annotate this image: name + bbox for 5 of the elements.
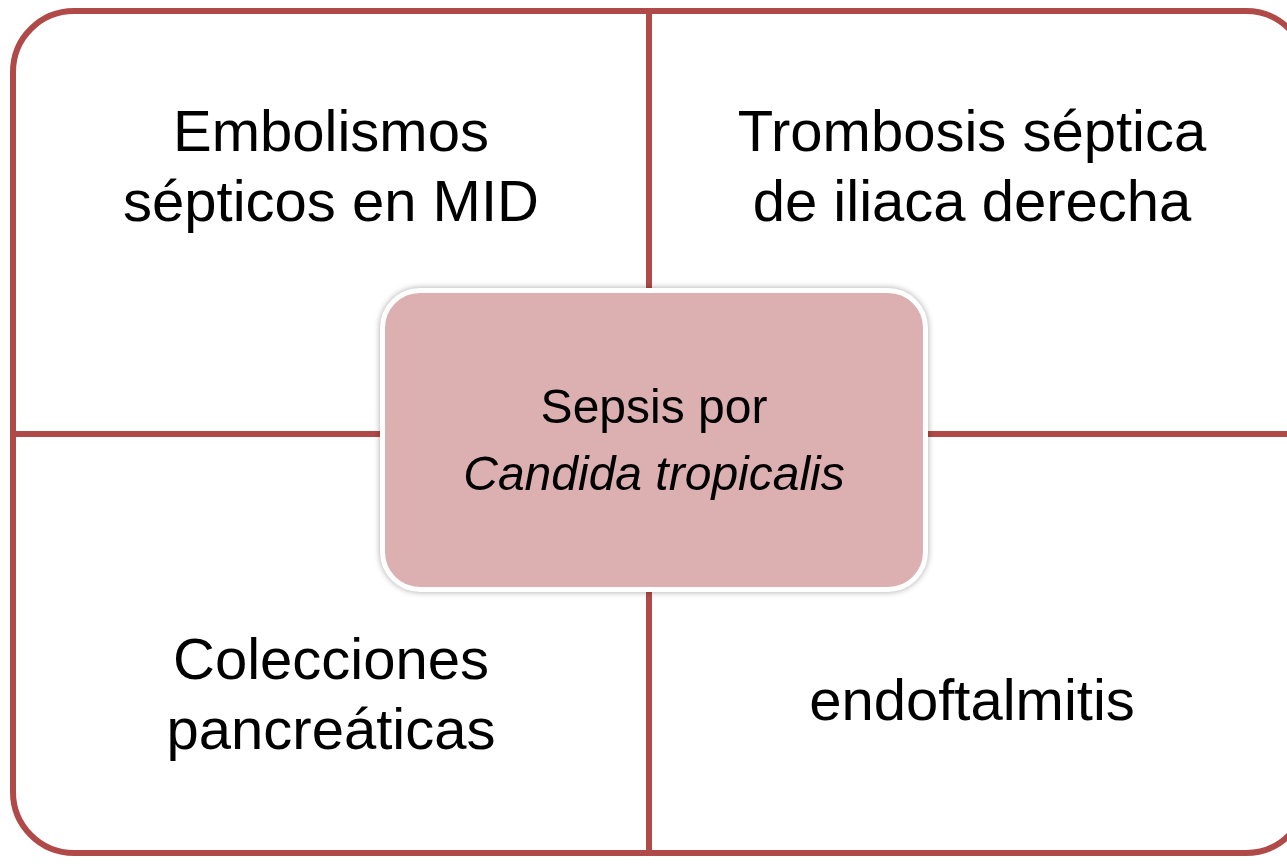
- quadrant-text: Colecciones pancreáticas: [165, 625, 497, 763]
- quadrant-text: Embolismos sépticos en MID: [122, 97, 540, 235]
- center-box: [380, 288, 928, 592]
- center-text: Sepsis por Candida tropicalis: [462, 378, 846, 502]
- quadrant-text: Trombosis séptica de iliaca derecha: [736, 97, 1208, 235]
